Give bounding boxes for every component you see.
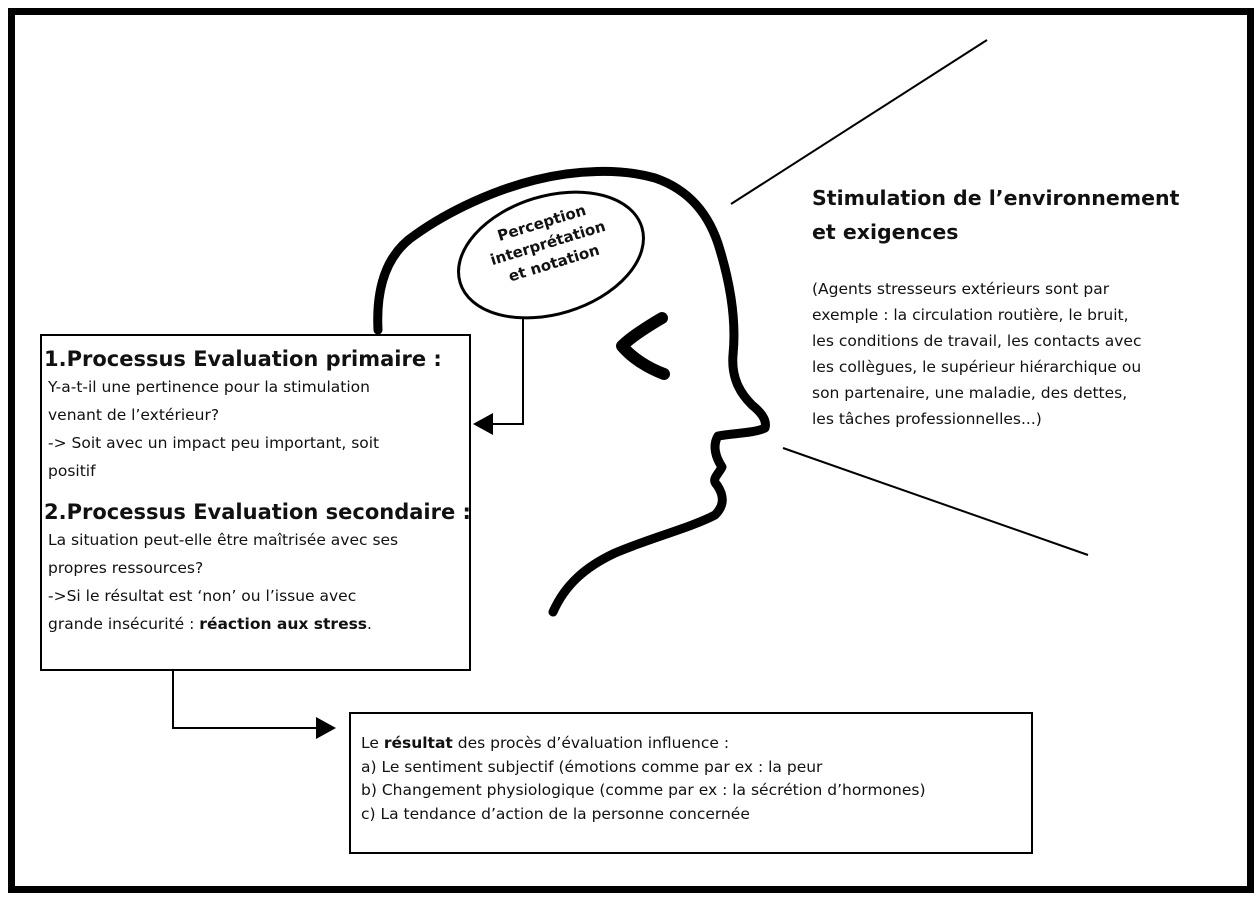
primary-evaluation-line: Y-a-t-il une pertinence pour la stimulat… <box>48 378 370 396</box>
stressor-line: les tâches professionnelles...) <box>812 410 1042 428</box>
environment-title-line: Stimulation de l’environnement <box>812 186 1180 210</box>
secondary-evaluation-line: ->Si le résultat est ‘non’ ou l’issue av… <box>48 587 357 605</box>
result-keyword: résultat <box>383 734 453 752</box>
secondary-evaluation-heading: 2.Processus Evaluation secondaire : <box>44 500 471 524</box>
result-intro-end: des procès d’évaluation influence : <box>452 734 730 752</box>
environment-stressors: (Agents stresseurs extérieurs sont par e… <box>812 276 1141 432</box>
secondary-evaluation-last-line: grande insécurité : réaction aux stress. <box>48 610 469 638</box>
arrowhead-result <box>316 717 336 739</box>
primary-evaluation-heading: 1.Processus Evaluation primaire : <box>44 347 442 371</box>
perception-bubble <box>457 190 645 320</box>
connector-bubble-to-evaluation <box>491 318 524 425</box>
result-item: b) Changement physiologique (comme par e… <box>361 781 926 799</box>
wedge-line-top <box>730 39 988 205</box>
secondary-evaluation-line: La situation peut-elle être maîtrisée av… <box>48 531 399 549</box>
eye-mark <box>616 312 670 380</box>
last-line-end: . <box>367 615 372 633</box>
result-box: Le résultat des procès d’évaluation infl… <box>349 712 1033 854</box>
last-line-start: grande insécurité : <box>48 615 200 633</box>
result-item: c) La tendance d’action de la personne c… <box>361 804 750 823</box>
environment-title: Stimulation de l’environnement et exigen… <box>812 181 1179 249</box>
stressor-line: son partenaire, une maladie, des dettes, <box>812 384 1128 402</box>
primary-evaluation-line: -> Soit avec un impact peu important, so… <box>48 434 380 452</box>
secondary-evaluation-line: propres ressources? <box>48 559 204 577</box>
connector-evaluation-to-result <box>172 671 316 729</box>
wedge-line-bottom <box>782 447 1089 556</box>
result-intro: Le résultat des procès d’évaluation infl… <box>361 732 1031 756</box>
head-outline <box>373 166 770 617</box>
primary-evaluation-line: positif <box>48 462 96 480</box>
primary-evaluation-line: venant de l’extérieur? <box>48 406 220 424</box>
arrowhead-evaluation <box>473 413 493 435</box>
stressor-line: (Agents stresseurs extérieurs sont par <box>812 280 1110 298</box>
environment-title-line: et exigences <box>812 220 959 244</box>
evaluation-box: 1.Processus Evaluation primaire : Y-a-t-… <box>40 334 471 671</box>
stress-reaction-text: réaction aux stress <box>199 615 368 633</box>
diagram-frame <box>8 8 1254 893</box>
result-item: a) Le sentiment subjectif (émotions comm… <box>361 757 823 776</box>
stressor-line: exemple : la circulation routière, le br… <box>812 306 1129 324</box>
stressor-line: les collègues, le supérieur hiérarchique… <box>812 358 1142 376</box>
result-intro-start: Le <box>361 734 384 752</box>
stressor-line: les conditions de travail, les contacts … <box>812 332 1142 350</box>
